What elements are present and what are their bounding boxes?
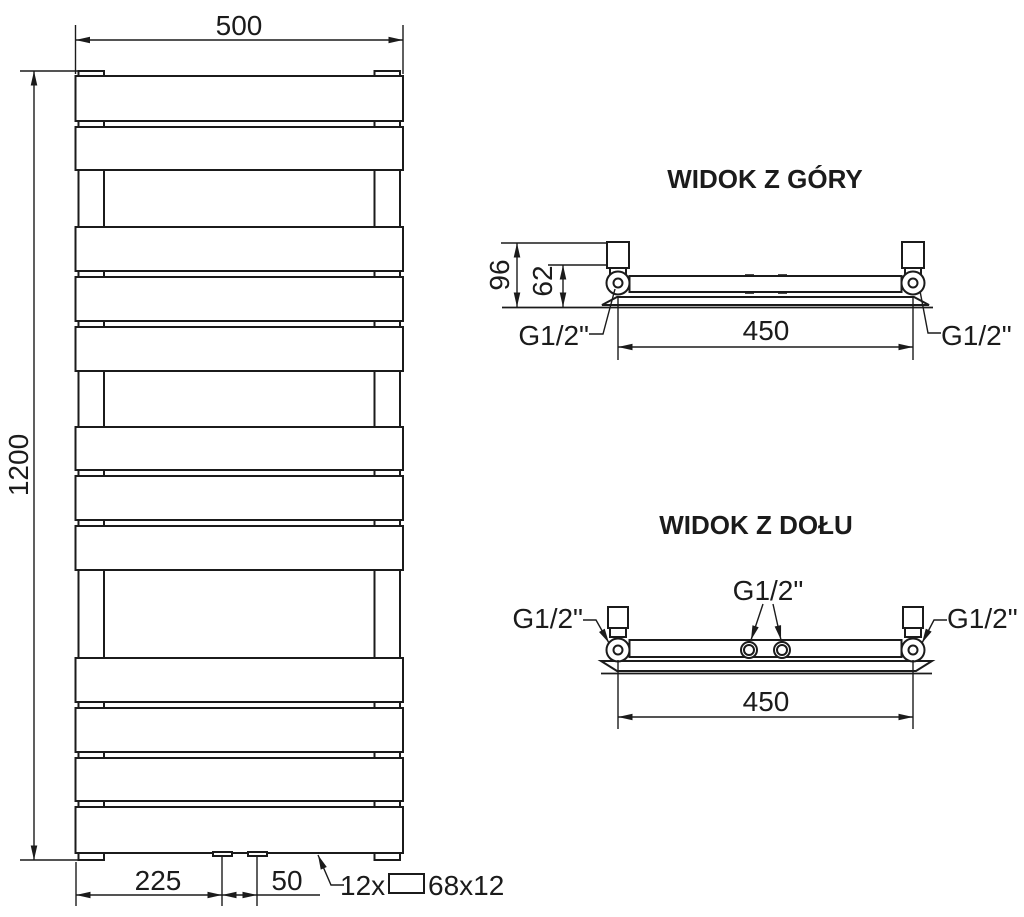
valve-circle-right [900, 270, 926, 296]
panel-10 [74, 707, 404, 753]
bottom-connection-right [247, 851, 268, 857]
rail-bar [628, 275, 903, 293]
panel-4 [74, 276, 404, 322]
front-view: 500 1200 225 50 12x 68x12 [3, 10, 504, 906]
bottom-connection-left [212, 851, 233, 857]
collector-top-right [900, 241, 926, 296]
top-view: WIDOK Z GÓRY [484, 164, 1012, 360]
dimension-width-500: 500 [74, 10, 404, 74]
dim-label-1200: 1200 [3, 434, 34, 496]
thread-label-top-left: G1/2" [518, 288, 616, 351]
dimension-depth-96: 96 [484, 242, 606, 307]
panel-profile-note: 12x 68x12 [317, 854, 504, 901]
svg-text:G1/2": G1/2" [947, 603, 1018, 634]
wall-bracket-right [902, 606, 924, 629]
panel-3 [74, 226, 404, 272]
thread-label-bottom-right: G1/2" [921, 603, 1018, 644]
panel-11 [74, 757, 404, 802]
panel-plate-top [601, 296, 930, 306]
collector-bottom-right [900, 606, 926, 663]
dimension-span-450-bottom: 450 [617, 660, 914, 729]
dim-label-50: 50 [271, 865, 302, 896]
panel-8 [74, 525, 404, 571]
dim-label-450-bottom: 450 [743, 686, 790, 717]
panel-12 [74, 806, 404, 854]
note-count-label: 12x [340, 870, 385, 901]
svg-text:G1/2": G1/2" [941, 320, 1012, 351]
valve-circle-left [605, 270, 631, 296]
dim-label-96: 96 [484, 259, 515, 290]
panel-stack [74, 75, 404, 854]
thread-label-top-right: G1/2" [919, 290, 1012, 351]
thread-label-bottom-center: G1/2" [733, 575, 804, 641]
bottom-view-title: WIDOK Z DOŁU [659, 510, 853, 540]
rail-bar-bottom [628, 639, 903, 658]
wall-bracket-right [901, 241, 925, 269]
panel-6 [74, 426, 404, 471]
rect-profile-icon [388, 873, 425, 894]
dimension-axis-62: 62 [527, 264, 608, 307]
dim-label-62: 62 [527, 265, 558, 296]
panel-2 [74, 126, 404, 171]
svg-text:G1/2": G1/2" [512, 603, 583, 634]
panel-5 [74, 326, 404, 372]
svg-text:G1/2": G1/2" [518, 320, 589, 351]
dimension-bottom-connections: 225 50 [75, 857, 320, 906]
center-connection-marks [745, 274, 787, 294]
panel-7 [74, 475, 404, 521]
dim-label-225: 225 [135, 865, 182, 896]
wall-bracket-left [607, 606, 629, 629]
dimension-height-1200: 1200 [3, 70, 79, 861]
note-size-label: 68x12 [428, 870, 504, 901]
dim-label-500: 500 [216, 10, 263, 41]
valve-circle-left [605, 637, 631, 663]
collector-bottom-left [605, 606, 631, 663]
valve-circle-right [900, 637, 926, 663]
panel-9 [74, 657, 404, 703]
wall-bracket-left [606, 241, 630, 269]
central-connections [740, 641, 791, 659]
bottom-view: WIDOK Z DOŁU [512, 510, 1018, 729]
panel-1 [74, 75, 404, 122]
svg-text:G1/2": G1/2" [733, 575, 804, 606]
panel-plate-bottom [597, 660, 936, 672]
collector-top-left [605, 241, 631, 296]
top-view-title: WIDOK Z GÓRY [667, 164, 862, 194]
dimension-span-450-top: 450 [617, 296, 914, 360]
dim-label-450-top: 450 [743, 315, 790, 346]
thread-label-bottom-left: G1/2" [512, 603, 610, 644]
